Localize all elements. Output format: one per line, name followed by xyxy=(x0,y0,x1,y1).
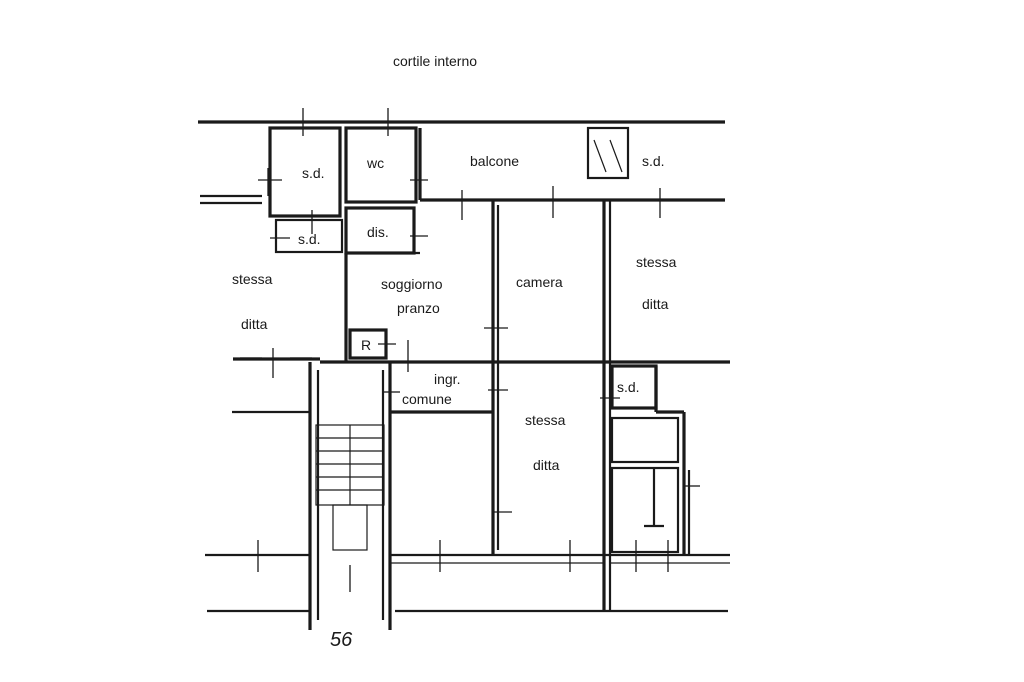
room-label-ditta-right: ditta xyxy=(642,296,669,312)
room-label-stessa-center: stessa xyxy=(525,412,566,428)
room-label-comune: comune xyxy=(402,391,452,407)
room-label-r: R xyxy=(361,337,371,353)
handwritten-number: 56 xyxy=(330,629,353,651)
courtyard-label: cortile interno xyxy=(393,53,477,69)
room-label-wc: wc xyxy=(366,155,384,171)
room-label-ditta-center: ditta xyxy=(533,457,560,473)
room-label-camera: camera xyxy=(516,274,563,290)
room-label-pranzo: pranzo xyxy=(397,300,440,316)
room-label-stessa-left: stessa xyxy=(232,271,273,287)
room-label-sd-small-left: s.d. xyxy=(298,231,321,247)
room-label-stessa-right: stessa xyxy=(636,254,677,270)
room-label-sd-right-small: s.d. xyxy=(617,379,640,395)
room-label-sd-top-right: s.d. xyxy=(642,153,665,169)
room-label-ditta-left: ditta xyxy=(241,316,268,332)
room-label-dis: dis. xyxy=(367,224,389,240)
wall-ticks xyxy=(240,108,700,592)
room-label-soggiorno: soggiorno xyxy=(381,276,443,292)
room-label-balcone: balcone xyxy=(470,153,519,169)
room-label-sd-top-left: s.d. xyxy=(302,165,325,181)
room-label-ingr: ingr. xyxy=(434,371,460,387)
wall-lines xyxy=(198,120,730,630)
